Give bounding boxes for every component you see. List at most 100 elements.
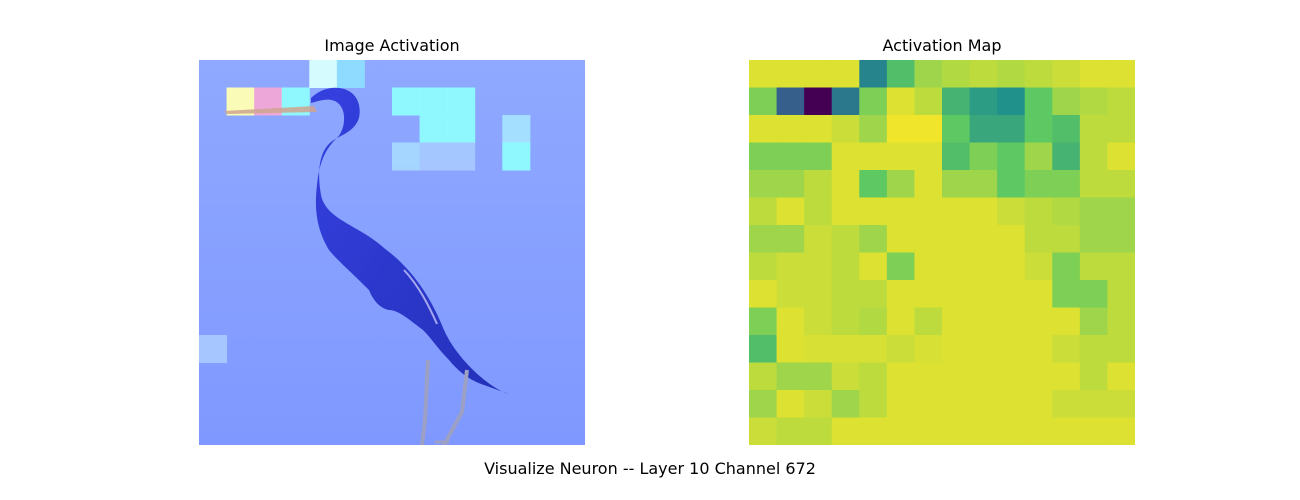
heatmap-cell: [1107, 362, 1135, 391]
heatmap-cell: [942, 225, 971, 253]
heatmap-cell: [997, 87, 1026, 116]
heatmap-cell: [969, 225, 998, 253]
heatmap-cell: [831, 170, 860, 198]
highlight-cell: [309, 60, 338, 88]
heatmap-cell: [749, 335, 778, 363]
heatmap-cell: [776, 87, 805, 116]
heatmap-cell: [804, 280, 833, 308]
heatmap-cell: [1079, 390, 1108, 418]
heatmap-cell: [1052, 170, 1081, 198]
heatmap-cell: [942, 60, 971, 88]
heatmap-cell: [1079, 87, 1108, 116]
heatmap-cell: [804, 142, 833, 171]
highlight-cell: [447, 142, 476, 171]
heatmap-cell: [749, 307, 778, 336]
heatmap-cell: [804, 390, 833, 418]
heatmap-cell: [942, 362, 971, 391]
image-activation-panel: [199, 60, 585, 445]
heatmap-cell: [749, 225, 778, 253]
heatmap-cell: [997, 142, 1026, 171]
heatmap-cell: [997, 225, 1026, 253]
heatmap-cell: [749, 417, 778, 445]
heatmap-cell: [886, 252, 915, 281]
heatmap-cell: [776, 417, 805, 445]
heatmap-cell: [1024, 197, 1053, 226]
heatmap-cell: [831, 252, 860, 281]
heatmap-cell: [1052, 280, 1081, 308]
heatmap-cell: [1107, 280, 1135, 308]
highlight-cell: [392, 87, 421, 116]
heatmap-cell: [1079, 142, 1108, 171]
heatmap-cell: [997, 335, 1026, 363]
highlight-cell: [419, 87, 448, 116]
heatmap-cell: [914, 170, 943, 198]
heatmap-cell: [776, 252, 805, 281]
heatmap-cell: [969, 87, 998, 116]
heatmap-cell: [804, 335, 833, 363]
image-activation-plot: [199, 60, 585, 445]
heatmap-cell: [859, 225, 888, 253]
heatmap-cell: [831, 335, 860, 363]
highlight-cell: [392, 142, 421, 171]
highlight-cell: [419, 115, 448, 143]
heatmap-cell: [1107, 115, 1135, 143]
heatmap-cell: [942, 280, 971, 308]
heatmap-cell: [1024, 87, 1053, 116]
heatmap-cell: [776, 197, 805, 226]
heatmap-cell: [1052, 390, 1081, 418]
heatmap-cell: [831, 390, 860, 418]
highlight-cell: [447, 87, 476, 116]
heatmap-cell: [776, 225, 805, 253]
image-activation-title: Image Activation: [324, 36, 460, 55]
heatmap-cell: [831, 280, 860, 308]
heatmap-cell: [1107, 197, 1135, 226]
heatmap-cell: [831, 87, 860, 116]
heatmap-cell: [1107, 335, 1135, 363]
heatmap-cell: [1024, 307, 1053, 336]
heatmap-cell: [776, 280, 805, 308]
heatmap-cell: [914, 390, 943, 418]
activation-map-title: Activation Map: [882, 36, 1002, 55]
heatmap-cell: [969, 335, 998, 363]
activation-map-panel: [749, 60, 1135, 445]
heatmap-cell: [749, 60, 778, 88]
heatmap-cell: [1052, 197, 1081, 226]
heatmap-cell: [831, 115, 860, 143]
heatmap-cell: [942, 335, 971, 363]
heatmap-cell: [1024, 390, 1053, 418]
highlight-cell: [336, 60, 365, 88]
heatmap-cell: [1052, 335, 1081, 363]
heatmap-cell: [1052, 142, 1081, 171]
heatmap-cell: [749, 197, 778, 226]
heatmap-cell: [776, 390, 805, 418]
highlight-cell: [502, 142, 531, 171]
heatmap-cell: [969, 417, 998, 445]
heatmap-cell: [997, 280, 1026, 308]
heatmap-cell: [969, 60, 998, 88]
heatmap-cell: [942, 390, 971, 418]
heatmap-cell: [859, 252, 888, 281]
heatmap-cell: [969, 197, 998, 226]
heatmap-cell: [886, 225, 915, 253]
highlight-cell: [502, 115, 531, 143]
heatmap-cell: [749, 115, 778, 143]
heatmap-cell: [1052, 87, 1081, 116]
heatmap-cell: [886, 307, 915, 336]
heatmap-cell: [1079, 280, 1108, 308]
heatmap-cell: [969, 307, 998, 336]
heatmap-cell: [886, 115, 915, 143]
heatmap-cell: [831, 362, 860, 391]
heatmap-cell: [859, 87, 888, 116]
heatmap-cell: [914, 87, 943, 116]
heatmap-cell: [859, 197, 888, 226]
heatmap-cell: [1107, 390, 1135, 418]
heatmap-cell: [886, 60, 915, 88]
heatmap-cell: [804, 417, 833, 445]
heatmap-cell: [914, 307, 943, 336]
heatmap-cell: [942, 417, 971, 445]
heatmap-cell: [1052, 252, 1081, 281]
heatmap-cell: [859, 142, 888, 171]
heatmap-cell: [914, 252, 943, 281]
heatmap-cell: [1107, 60, 1135, 88]
heatmap-cell: [1079, 335, 1108, 363]
